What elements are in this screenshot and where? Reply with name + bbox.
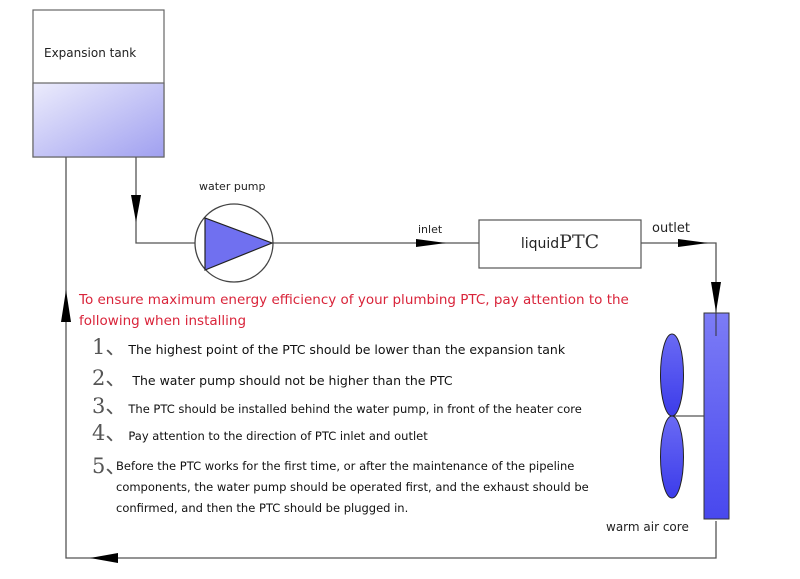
step-number: 2、 — [92, 366, 127, 390]
arrow-down-icon — [711, 282, 721, 312]
step-number: 3、 — [92, 394, 127, 418]
outlet-label: outlet — [652, 221, 690, 236]
step-5: 5、Before the PTC works for the first tim… — [92, 456, 592, 519]
inlet-label: inlet — [418, 223, 443, 236]
step-2: 2、 The water pump should not be higher t… — [92, 368, 453, 391]
pipes — [65, 157, 717, 559]
arrow-up-icon — [61, 290, 71, 322]
step-text: The highest point of the PTC should be l… — [128, 342, 566, 357]
step-1: 1、The highest point of the PTC should be… — [92, 337, 565, 360]
arrow-right-icon — [678, 239, 708, 247]
expansion-tank-label: Expansion tank — [44, 46, 137, 60]
installation-notice: To ensure maximum energy efficiency of y… — [79, 292, 629, 329]
step-text: Pay attention to the direction of PTC in… — [128, 429, 428, 443]
step-text: Before the PTC works for the first time,… — [116, 459, 589, 515]
step-3: 3、The PTC should be installed behind the… — [92, 396, 582, 420]
warm-air-core-label: warm air core — [606, 520, 689, 534]
arrow-left-icon — [90, 553, 118, 563]
water-pump — [194, 203, 274, 283]
warm-air-core — [703, 312, 730, 520]
water-pump-label: water pump — [199, 180, 266, 193]
step-number: 4、 — [92, 421, 127, 445]
fan-icon — [660, 333, 684, 499]
liquid-ptc-box — [478, 219, 642, 269]
step-4: 4、Pay attention to the direction of PTC … — [92, 423, 428, 447]
flow-arrows — [61, 195, 721, 563]
liquid-ptc-label: liquidPTC — [480, 231, 640, 253]
ptc-label-main: PTC — [559, 231, 600, 253]
step-text: The PTC should be installed behind the w… — [128, 402, 582, 416]
step-number: 1、 — [92, 335, 127, 359]
arrow-right-icon — [416, 239, 446, 247]
step-number: 5、 — [92, 454, 127, 478]
ptc-label-prefix: liquid — [520, 236, 560, 252]
expansion-tank — [32, 9, 165, 158]
step-text: The water pump should not be higher than… — [128, 373, 453, 388]
arrow-down-icon — [131, 195, 141, 222]
